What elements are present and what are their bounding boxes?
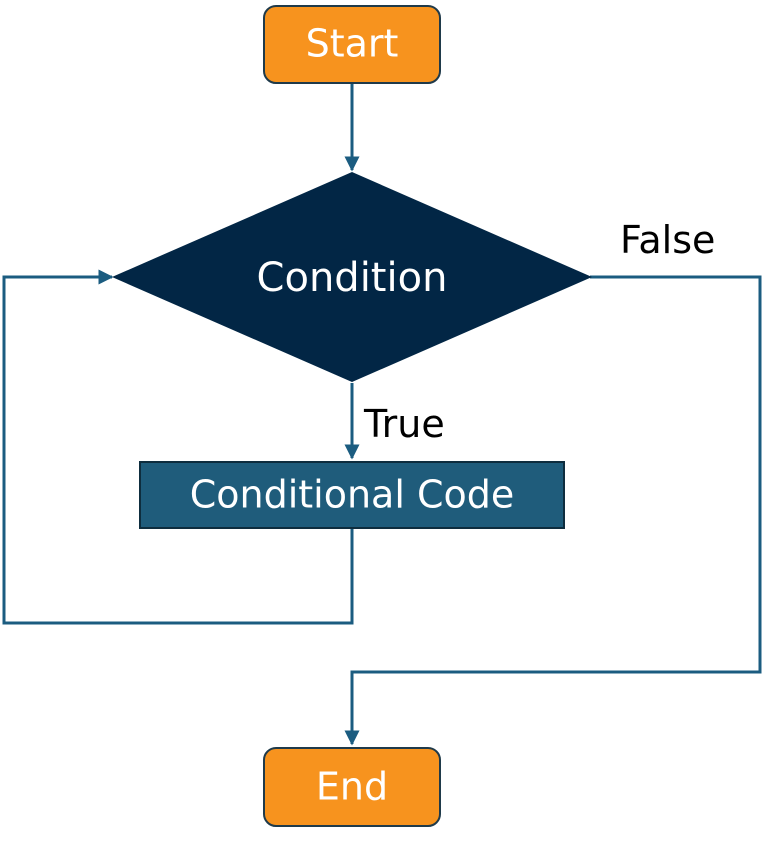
edge-code-loop-to-condition	[2, 269, 354, 625]
end-node: End	[263, 747, 441, 827]
true-edge-label: True	[363, 402, 445, 446]
conditional-code-process-shape	[139, 461, 565, 529]
start-node: Start	[263, 5, 441, 84]
conditional-code-node: Conditional Code	[139, 461, 565, 529]
end-terminal-shape	[263, 747, 441, 827]
false-edge-label: False	[620, 218, 715, 262]
condition-node: Condition	[112, 172, 592, 382]
conditional-code-label: Conditional Code	[190, 473, 515, 517]
connectors	[2, 83, 762, 746]
start-label: Start	[306, 22, 399, 66]
end-label: End	[316, 765, 388, 809]
condition-label: Condition	[257, 255, 448, 301]
edge-condition-false-to-end	[344, 275, 762, 746]
condition-decision-shape	[112, 172, 592, 382]
start-terminal-shape	[263, 5, 441, 84]
